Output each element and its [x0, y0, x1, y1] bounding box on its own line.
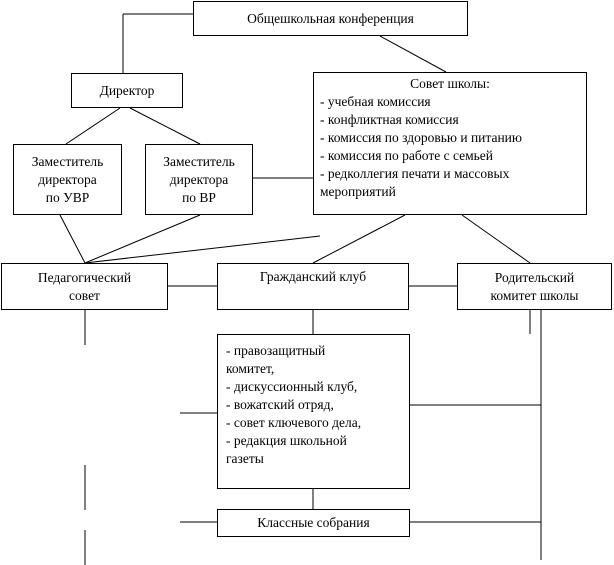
line-director-deputy-uvr — [65, 107, 121, 145]
parent-committee-box: Родительский комитет школы — [457, 263, 612, 310]
unit-rights-committee-2: комитет, — [226, 361, 275, 376]
director-label: Директор — [99, 82, 155, 98]
civic-club-label: Гражданский клуб — [259, 269, 367, 284]
parent-committee-line-2: комитет школы — [490, 287, 579, 303]
deputy-uvr-line-3: по УВР — [45, 189, 90, 205]
school-council-title: Совет школы: — [410, 76, 490, 91]
civic-club-box: Гражданский клуб — [217, 263, 409, 310]
deputy-vr-line-3: по ВР — [182, 189, 216, 205]
council-item-academic: - учебная комиссия — [320, 94, 431, 109]
general-conference-label: Общешкольная конференция — [247, 10, 414, 26]
civic-club-units-box: - правозащитный комитет, - дискуссионный… — [217, 334, 410, 489]
unit-school-newspaper-1: - редакция школьной — [226, 433, 347, 448]
parent-committee-line-1: Родительский — [494, 269, 575, 285]
pedagogical-council-line-1: Педагогический — [37, 269, 132, 285]
school-council-box: Совет школы: - учебная комиссия - конфли… — [313, 72, 587, 215]
class-meetings-label: Классные собрания — [257, 515, 370, 530]
line-conference-council — [379, 35, 447, 73]
unit-rights-committee-1: - правозащитный — [226, 343, 326, 358]
general-conference-box: Общешкольная конференция — [193, 1, 468, 36]
deputy-uvr-line-2: директора — [38, 171, 97, 187]
council-item-family: - комиссия по работе с семьей — [320, 148, 494, 163]
pedagogical-council-box: Педагогический совет — [1, 263, 168, 310]
unit-school-newspaper-2: газеты — [226, 451, 264, 466]
unit-key-affair-council: - совет ключевого дела, — [226, 415, 362, 430]
unit-counselor-squad: - вожатский отряд, — [226, 397, 334, 412]
line-deputy-uvr-ped — [59, 214, 86, 264]
unit-debate-club: - дискуссионный клуб, — [226, 379, 358, 394]
class-meetings-box: Классные собрания — [217, 509, 410, 537]
line-council-ped — [84, 235, 321, 264]
council-item-press: - редколлегия печати и массовых мероприя… — [320, 166, 510, 199]
deputy-vr-line-2: директора — [169, 171, 229, 187]
director-box: Директор — [71, 73, 183, 108]
deputy-vr-line-1: Заместитель — [163, 153, 235, 169]
deputy-vr-box: Заместитель директора по ВР — [145, 144, 253, 215]
line-director-deputy-vr — [129, 107, 201, 145]
deputy-uvr-box: Заместитель директора по УВР — [13, 144, 122, 215]
line-council-parent — [461, 214, 531, 264]
deputy-uvr-line-1: Заместитель — [31, 153, 104, 169]
line-council-civic — [312, 214, 406, 264]
council-item-conflict: - конфликтная комиссия — [320, 112, 459, 127]
line-deputy-vr-ped — [84, 214, 201, 264]
pedagogical-council-line-2: совет — [69, 287, 100, 303]
council-item-health: - комиссия по здоровью и питанию — [320, 130, 522, 145]
